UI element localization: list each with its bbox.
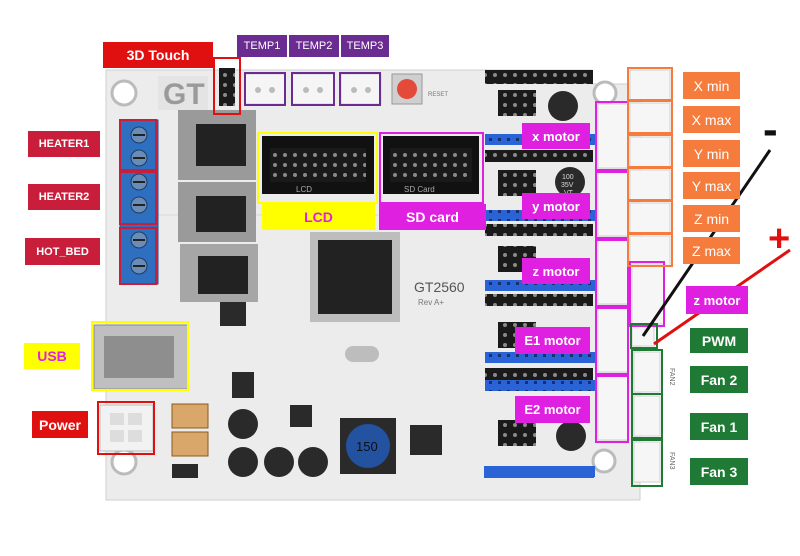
- board-revision: Rev A+: [418, 298, 444, 307]
- touch-header: [219, 68, 235, 106]
- svg-text:35V: 35V: [561, 182, 574, 189]
- temp2-outline: [291, 72, 335, 106]
- label-usb: USB: [24, 343, 80, 369]
- label-temp2: TEMP2: [289, 35, 339, 57]
- label-fan3: Fan 3: [690, 458, 748, 485]
- e1-motor-outline: [595, 307, 629, 375]
- svg-text:100: 100: [562, 174, 574, 181]
- label-hot-bed: HOT_BED: [25, 238, 100, 265]
- mounting-hole-icon: [110, 79, 618, 476]
- power-outline: [97, 401, 155, 455]
- fan1-outline: [631, 393, 663, 439]
- svg-text:GT: GT: [163, 78, 205, 111]
- label-e1-motor: E1 motor: [515, 327, 590, 354]
- label-power: Power: [32, 411, 88, 438]
- svg-text:150: 150: [356, 439, 378, 454]
- switch-icon: [172, 464, 198, 478]
- small-components: [220, 302, 442, 455]
- label-heater1: HEATER1: [28, 131, 100, 157]
- temp3-outline: [339, 72, 381, 106]
- heater-terminal-block: [119, 119, 159, 285]
- e2-motor-outline: [595, 375, 629, 443]
- pwm-outline: [630, 323, 658, 349]
- label-z-max: Z max: [683, 237, 740, 264]
- minus-sign: -: [763, 105, 778, 154]
- heater1-outline: [119, 119, 157, 171]
- label-y-max: Y max: [683, 172, 740, 199]
- board-name: GT2560: [414, 279, 465, 295]
- plus-sign: +: [768, 218, 791, 260]
- motor-connectors: [597, 103, 629, 441]
- fuse-icons: [171, 403, 209, 457]
- temp-connectors: [244, 73, 382, 105]
- label-e2-motor: E2 motor: [515, 396, 590, 423]
- label-temp3: TEMP3: [341, 35, 389, 57]
- label-heater2: HEATER2: [28, 184, 100, 210]
- reset-button-icon: RESET: [391, 73, 448, 105]
- fan3-silk: FAN3: [668, 452, 675, 470]
- label-fan1: Fan 1: [690, 413, 748, 440]
- heater2-outline: [119, 171, 157, 225]
- fan2-silk: FAN2: [668, 368, 675, 386]
- label-sd-card: SD card: [379, 204, 486, 230]
- fan3-outline: [631, 439, 663, 487]
- label-z-min: Z min: [683, 205, 740, 232]
- label-pwm: PWM: [690, 328, 748, 353]
- label-x-min: X min: [683, 72, 740, 99]
- inductor-icon: 150: [340, 418, 396, 474]
- mcu-chip: [310, 232, 400, 322]
- zmax-outline: [627, 233, 673, 267]
- lcd-outline: [257, 132, 378, 204]
- lcd-sd-headers: LCD SD Card: [262, 136, 479, 194]
- label-z-motor: z motor: [522, 258, 590, 284]
- z-motor2-outline: [629, 261, 665, 327]
- svg-text:SD Card: SD Card: [404, 185, 435, 194]
- fan-connectors: [631, 263, 665, 483]
- label-fan2: Fan 2: [690, 366, 748, 393]
- bottom-pin-header: [484, 466, 594, 478]
- label-y-min: Y min: [683, 140, 740, 167]
- gt-logo-icon: GT: [158, 76, 208, 111]
- label-temp1: TEMP1: [237, 35, 287, 57]
- label-3d-touch: 3D Touch: [103, 42, 213, 68]
- label-x-max: X max: [683, 106, 740, 133]
- label-x-motor: x motor: [522, 123, 590, 149]
- z-motor-outline: [595, 239, 629, 307]
- usb-port-icon: [93, 324, 189, 390]
- sd-outline: [379, 132, 484, 204]
- svg-text:RESET: RESET: [428, 92, 448, 98]
- xmax-outline: [627, 100, 673, 134]
- mosfet-heatsinks: [178, 110, 258, 302]
- temp1-outline: [244, 72, 286, 106]
- hotbed-outline: [119, 227, 157, 285]
- power-connector-icon: [99, 404, 154, 452]
- label-z-motor2: z motor: [686, 286, 748, 314]
- label-y-motor: y motor: [522, 193, 590, 219]
- capacitor-icons: 100 35V VT: [228, 91, 586, 477]
- touch-outline: [213, 57, 241, 115]
- svg-text:LCD: LCD: [296, 185, 312, 194]
- label-lcd: LCD: [262, 204, 375, 230]
- usb-outline: [91, 321, 189, 391]
